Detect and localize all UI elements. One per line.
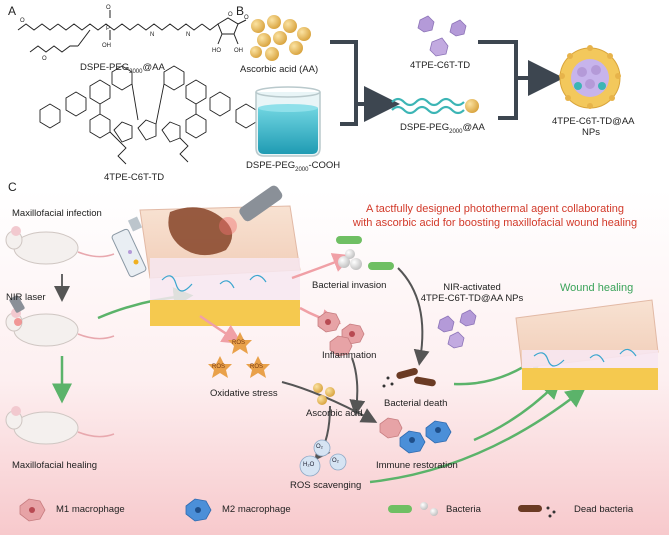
ros-scavenging-label: ROS scavenging	[290, 480, 362, 491]
merge-arrow-b2	[478, 40, 564, 120]
mouse-infected	[5, 226, 115, 265]
svg-text:P: P	[106, 26, 110, 32]
legend-m1-icon	[19, 498, 46, 522]
arrow-immune-to-healing	[473, 378, 562, 442]
svg-text:O: O	[20, 18, 25, 24]
ascorbic-acid-particles	[250, 15, 311, 61]
infected-tissue-block	[139, 185, 301, 326]
ascorbic-acid-small	[313, 383, 335, 405]
dspe-peg-aa-atoms: O OH P O O HO OH O O N N	[20, 5, 249, 62]
tpe-crystals	[417, 15, 467, 57]
ros-scavenging-bubbles	[299, 439, 347, 477]
nanoparticle-icon	[559, 47, 621, 109]
panel-label-a: A	[8, 4, 17, 18]
ros-label-3: ROS	[250, 364, 264, 370]
svg-text:N: N	[186, 32, 190, 38]
panel-c-title: A tactfully designed photothermal agent …	[352, 203, 638, 229]
spray-bottle-icon	[111, 216, 147, 278]
o2-label-2: O₂	[332, 458, 339, 464]
legend-bacteria-label: Bacteria	[446, 504, 481, 515]
o2-label-1: O₂	[316, 444, 323, 450]
compound1-label: DSPE-PEG2000@AA	[80, 62, 165, 75]
ros-label-2: ROS	[212, 364, 226, 370]
h2o-label: H₂O	[303, 462, 315, 468]
merge-arrow-b	[330, 40, 400, 126]
panel-label-b: B	[236, 4, 245, 18]
svg-text:O: O	[244, 15, 249, 21]
ros-stars	[208, 332, 270, 378]
svg-text:HO: HO	[212, 48, 221, 54]
legend-dead-bacteria-label: Dead bacteria	[574, 504, 634, 515]
maxillofacial-healing-label: Maxillofacial healing	[12, 460, 98, 471]
arrow-invasion-to-death	[397, 267, 430, 366]
immune-restoration-cells	[379, 417, 452, 454]
inflammation-label: Inflammation	[322, 350, 377, 361]
oxidative-stress-label: Oxidative stress	[210, 388, 278, 399]
healed-tissue-block	[515, 299, 659, 390]
immune-restoration-label: Immune restoration	[376, 460, 458, 471]
ros-label-1: ROS	[232, 340, 246, 346]
dead-bacteria-graphic	[382, 368, 436, 388]
legend-dead-bacteria-icon	[518, 505, 556, 518]
dspe-cooh-label: DSPE-PEG2000-COOH	[246, 160, 341, 173]
arrow-scavenging-to-healing	[369, 387, 586, 484]
panel-label-c: C	[8, 180, 17, 194]
arrow-inflammation-down	[349, 357, 366, 416]
compound2-label: 4TPE-C6T-TD	[104, 172, 165, 183]
mouse-healed	[5, 406, 115, 445]
bacterial-invasion-graphic	[336, 236, 394, 270]
svg-text:N: N	[150, 32, 154, 38]
dspe-peg-aa-structure	[17, 10, 247, 53]
legend-m2-icon	[185, 498, 212, 522]
svg-text:O: O	[42, 56, 47, 62]
beaker-icon	[255, 86, 321, 157]
nanoparticle-surface	[559, 45, 621, 109]
svg-text:OH: OH	[102, 43, 111, 49]
ascorbic-acid-label-c: Ascorbic acid	[306, 408, 363, 419]
arrow-to-oxidative-stress	[199, 314, 243, 344]
tpe-c6t-td-structure	[39, 65, 257, 165]
dspe-peg-aa-molecule	[391, 97, 465, 115]
legend-bacteria-icon	[388, 502, 438, 516]
maxillofacial-infection-label: Maxillofacial infection	[12, 208, 102, 219]
svg-text:O: O	[106, 5, 111, 11]
bacterial-invasion-label: Bacterial invasion	[312, 280, 387, 291]
bacterial-death-label: Bacterial death	[384, 398, 448, 409]
dspe-aa-label: DSPE-PEG2000@AA	[400, 122, 485, 135]
aa-head	[465, 99, 479, 113]
mouse-laser	[5, 295, 115, 347]
legend-m1-label: M1 macrophage	[56, 504, 125, 515]
ascorbic-acid-label: Ascorbic acid (AA)	[240, 64, 319, 75]
inflammation-cells	[317, 311, 365, 357]
svg-text:OH: OH	[234, 48, 243, 54]
svg-text:O: O	[228, 12, 233, 18]
nir-crystals	[437, 309, 477, 349]
nir-laser-label: NIR laser	[6, 292, 46, 303]
tpe-label: 4TPE-C6T-TD	[410, 60, 471, 71]
legend-m2-label: M2 macrophage	[222, 504, 291, 515]
wound-healing-label: Wound healing	[560, 282, 634, 294]
